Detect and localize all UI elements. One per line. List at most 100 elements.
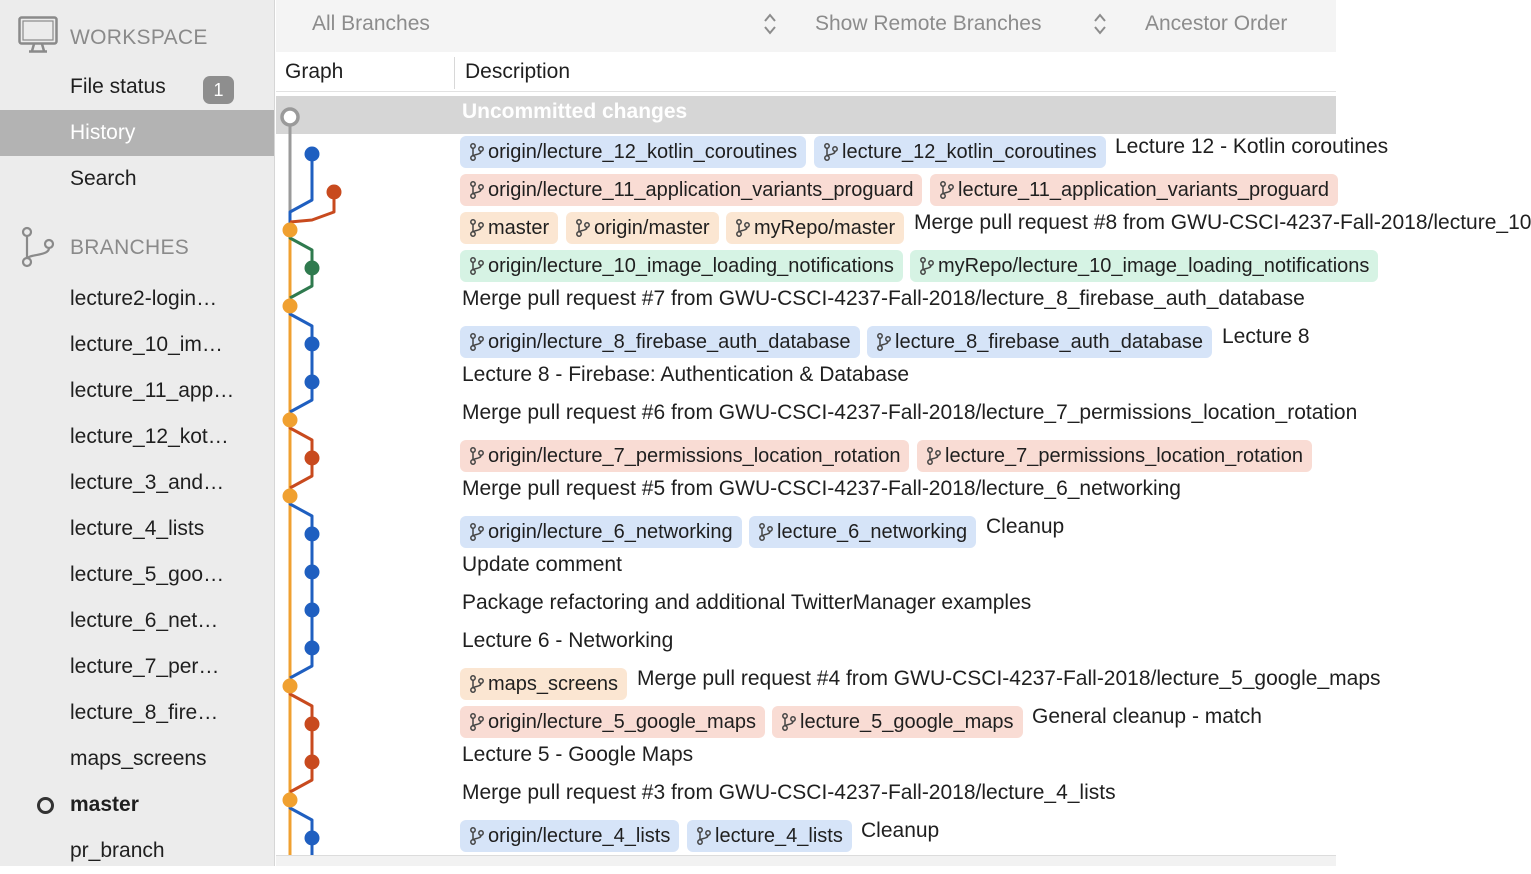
- commit-row[interactable]: Merge pull request #6 from GWU-CSCI-4237…: [460, 400, 1360, 438]
- sidebar-branch-item[interactable]: lecture2-login…: [0, 276, 274, 322]
- commit-row[interactable]: origin/lecture_10_image_loading_notifica…: [460, 248, 1379, 286]
- commit-row[interactable]: Merge pull request #7 from GWU-CSCI-4237…: [460, 286, 1360, 324]
- commit-node[interactable]: [304, 336, 320, 352]
- branch-tag[interactable]: lecture_11_application_variants_proguard: [930, 174, 1338, 206]
- sidebar-branch-item[interactable]: lecture_8_fire…: [0, 690, 274, 736]
- horizontal-scrollbar[interactable]: [276, 855, 1336, 866]
- branch-tag-label: origin/lecture_4_lists: [488, 825, 671, 847]
- commit-node[interactable]: [304, 716, 320, 732]
- order-select[interactable]: Ancestor Order: [1145, 12, 1288, 35]
- commit-node[interactable]: [282, 488, 298, 504]
- commit-row[interactable]: Merge pull request #5 from GWU-CSCI-4237…: [460, 476, 1360, 514]
- commit-message: Merge pull request #6 from GWU-CSCI-4237…: [462, 401, 1358, 424]
- commit-node[interactable]: [282, 678, 298, 694]
- sidebar-branch-item[interactable]: maps_screens: [0, 736, 274, 782]
- sidebar-branch-item[interactable]: lecture_5_goo…: [0, 552, 274, 598]
- commit-node[interactable]: [326, 184, 342, 200]
- commit-node[interactable]: [304, 640, 320, 656]
- description-column-header[interactable]: Description: [465, 60, 571, 83]
- branch-line: [288, 154, 314, 230]
- workspace-title: WORKSPACE: [70, 26, 208, 49]
- sidebar-branch-item[interactable]: lecture_10_im…: [0, 322, 274, 368]
- commit-node[interactable]: [304, 260, 320, 276]
- branch-tag-label: origin/lecture_10_image_loading_notifica…: [488, 255, 894, 277]
- commit-row[interactable]: origin/lecture_12_kotlin_coroutines lectu…: [460, 134, 1388, 172]
- branch-tag[interactable]: myRepo/lecture_10_image_loading_notifica…: [910, 250, 1379, 282]
- sidebar-branch-item[interactable]: pr_branch: [0, 828, 274, 874]
- sidebar-branch-item[interactable]: master: [0, 782, 274, 828]
- commit-node[interactable]: [304, 146, 320, 162]
- commit-row[interactable]: Update comment: [460, 552, 1360, 590]
- sidebar-branch-item[interactable]: lecture_4_lists: [0, 506, 274, 552]
- branch-tag-label: lecture_12_kotlin_coroutines: [842, 141, 1097, 163]
- branch-label: maps_screens: [70, 747, 207, 770]
- commit-graph: [280, 107, 342, 866]
- sidebar-branch-item[interactable]: lecture_11_app…: [0, 368, 274, 414]
- sidebar: WORKSPACE File status 1 History Search B…: [0, 0, 275, 866]
- sidebar-branch-item[interactable]: lecture_3_and…: [0, 460, 274, 506]
- commit-row[interactable]: origin/lecture_11_application_variants_p…: [460, 172, 1360, 210]
- branch-tag[interactable]: lecture_8_firebase_auth_database: [867, 326, 1213, 358]
- commit-row[interactable]: origin/lecture_7_permissions_location_ro…: [460, 438, 1360, 476]
- branch-tag[interactable]: lecture_5_google_maps: [772, 706, 1023, 738]
- updown-chevron-icon[interactable]: [762, 10, 778, 38]
- sidebar-item-search[interactable]: Search: [0, 156, 274, 202]
- graph-column-header[interactable]: Graph: [285, 60, 344, 83]
- sidebar-branch-item[interactable]: lecture_7_per…: [0, 644, 274, 690]
- branch-tag[interactable]: origin/lecture_10_image_loading_notifica…: [460, 250, 903, 282]
- commit-message: Package refactoring and additional Twitt…: [462, 591, 1032, 614]
- commit-node[interactable]: [304, 564, 320, 580]
- commit-row[interactable]: Merge pull request #3 from GWU-CSCI-4237…: [460, 780, 1360, 818]
- branch-tag[interactable]: origin/lecture_6_networking: [460, 516, 742, 548]
- uncommitted-changes-row[interactable]: Uncommitted changes: [276, 96, 1336, 134]
- branch-tag[interactable]: origin/lecture_7_permissions_location_ro…: [460, 440, 910, 472]
- column-divider[interactable]: [454, 57, 455, 89]
- commit-node[interactable]: [304, 602, 320, 618]
- branch-label: pr_branch: [70, 839, 165, 862]
- branch-tag[interactable]: lecture_4_lists: [687, 820, 852, 852]
- commit-node[interactable]: [282, 222, 298, 238]
- branch-tag[interactable]: origin/lecture_11_application_variants_p…: [460, 174, 923, 206]
- commit-row[interactable]: Package refactoring and additional Twitt…: [460, 590, 1360, 628]
- branch-tag-label: lecture_11_application_variants_proguard: [958, 179, 1329, 201]
- commit-node[interactable]: [282, 792, 298, 808]
- branch-tag-label: lecture_8_firebase_auth_database: [895, 331, 1204, 353]
- remote-branches-select[interactable]: Show Remote Branches: [815, 12, 1042, 35]
- commit-node[interactable]: [304, 374, 320, 390]
- commit-node[interactable]: [304, 450, 320, 466]
- branch-tag[interactable]: origin/lecture_4_lists: [460, 820, 680, 852]
- branch-tag[interactable]: origin/master: [566, 212, 719, 244]
- commit-row[interactable]: Lecture 8 - Firebase: Authentication & D…: [460, 362, 1360, 400]
- branch-filter-select[interactable]: All Branches: [312, 12, 430, 35]
- branch-tag[interactable]: origin/lecture_5_google_maps: [460, 706, 765, 738]
- branch-tag[interactable]: lecture_12_kotlin_coroutines: [814, 136, 1106, 168]
- branch-tag[interactable]: lecture_7_permissions_location_rotation: [917, 440, 1312, 472]
- branch-tag[interactable]: master: [460, 212, 559, 244]
- uncommitted-node[interactable]: [280, 107, 300, 127]
- commit-node[interactable]: [282, 298, 298, 314]
- commit-row[interactable]: Lecture 6 - Networking: [460, 628, 1360, 666]
- commit-node[interactable]: [304, 830, 320, 846]
- sidebar-item-history[interactable]: History: [0, 110, 274, 156]
- commit-node[interactable]: [304, 754, 320, 770]
- updown-chevron-icon[interactable]: [1092, 10, 1108, 38]
- branch-tag[interactable]: myRepo/master: [726, 212, 905, 244]
- branch-tag[interactable]: lecture_6_networking: [749, 516, 977, 548]
- branch-tag[interactable]: origin/lecture_8_firebase_auth_database: [460, 326, 860, 358]
- sidebar-item-file-status[interactable]: File status 1: [0, 64, 274, 110]
- current-branch-indicator-icon: [37, 797, 54, 814]
- commit-message: Merge pull request #8 from GWU-CSCI-4237…: [914, 211, 1531, 234]
- commit-node[interactable]: [304, 526, 320, 542]
- branch-tag[interactable]: maps_screens: [460, 668, 628, 700]
- commit-row[interactable]: Lecture 5 - Google Maps: [460, 742, 1360, 780]
- sidebar-branch-item[interactable]: lecture_6_net…: [0, 598, 274, 644]
- branch-tag[interactable]: origin/lecture_12_kotlin_coroutines: [460, 136, 807, 168]
- commit-row[interactable]: origin/lecture_8_firebase_auth_database l…: [460, 324, 1360, 362]
- sidebar-branch-item[interactable]: lecture_12_kot…: [0, 414, 274, 460]
- commit-node[interactable]: [282, 412, 298, 428]
